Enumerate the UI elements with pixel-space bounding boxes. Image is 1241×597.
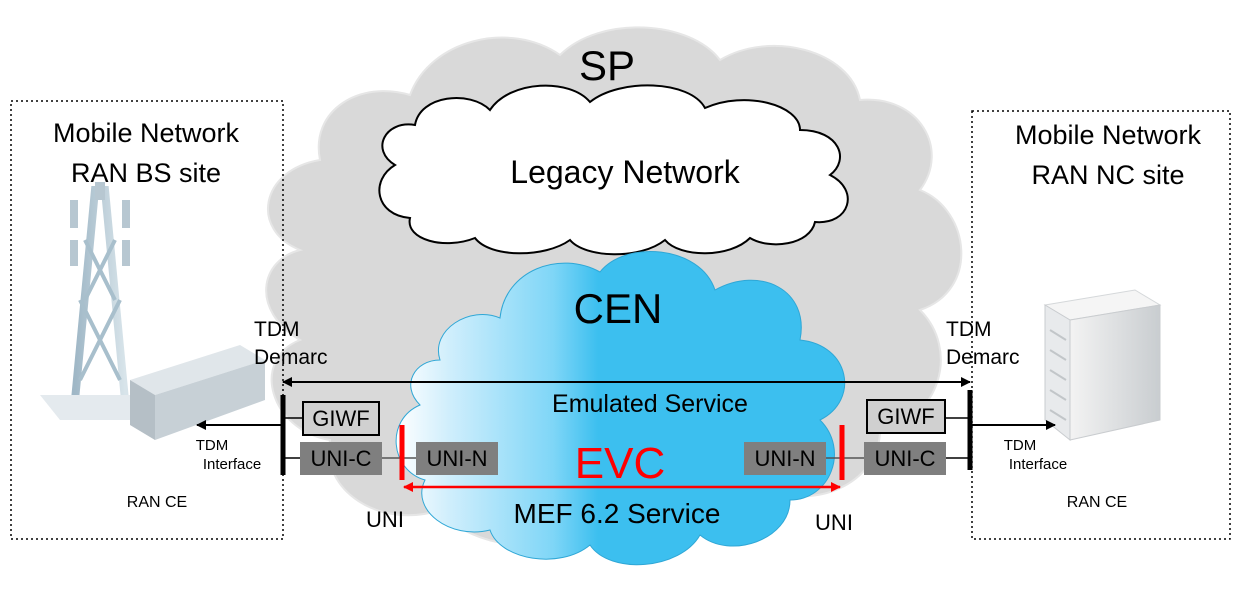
left-site-title-line1: Mobile Network xyxy=(53,118,240,148)
left-uni-n-label: UNI-N xyxy=(426,446,487,471)
right-site-title-line2: RAN NC site xyxy=(1031,160,1184,190)
right-uni-n-box xyxy=(744,442,826,475)
left-tdm-interface-line2: Interface xyxy=(203,456,261,473)
legacy-network-cloud xyxy=(378,84,849,256)
left-demarc-label-line2: Demarc xyxy=(254,346,328,369)
mef-service-label: MEF 6.2 Service xyxy=(514,498,721,529)
left-site-box xyxy=(10,100,284,540)
right-tdm-interface-line1: TDM xyxy=(1004,437,1037,454)
right-giwf-box xyxy=(866,399,946,434)
right-uni-c-label: UNI-C xyxy=(874,446,935,471)
right-site-title-line1: Mobile Network xyxy=(1015,120,1202,150)
left-demarc-label-line1: TDM xyxy=(254,318,300,341)
emulated-service-label: Emulated Service xyxy=(552,390,748,418)
left-giwf-label: GIWF xyxy=(312,406,369,431)
left-uni-n-box xyxy=(416,442,498,475)
cell-tower-icon xyxy=(40,182,265,440)
right-demarc-label-line1: TDM xyxy=(946,318,992,341)
sp-label: SP xyxy=(579,42,635,89)
left-site-title-line2: RAN BS site xyxy=(71,158,221,188)
right-site-box xyxy=(971,110,1231,540)
left-ran-ce-label: RAN CE xyxy=(127,494,187,511)
right-uni-n-label: UNI-N xyxy=(754,446,815,471)
right-ran-ce-label: RAN CE xyxy=(1067,494,1127,511)
right-uni-c-box xyxy=(864,442,946,475)
left-uni-label: UNI xyxy=(366,507,404,532)
left-giwf-box xyxy=(302,401,380,436)
legacy-network-label: Legacy Network xyxy=(510,154,740,190)
right-uni-label: UNI xyxy=(815,510,853,535)
right-demarc-label-line2: Demarc xyxy=(946,346,1020,369)
server-rack-icon xyxy=(1043,289,1162,442)
left-uni-c-box xyxy=(300,442,382,475)
cen-label: CEN xyxy=(574,285,663,332)
left-tdm-interface-line1: TDM xyxy=(196,437,229,454)
right-tdm-interface-line2: Interface xyxy=(1009,456,1067,473)
left-uni-c-label: UNI-C xyxy=(310,446,371,471)
evc-label: EVC xyxy=(575,439,665,488)
right-giwf-label: GIWF xyxy=(877,404,934,429)
